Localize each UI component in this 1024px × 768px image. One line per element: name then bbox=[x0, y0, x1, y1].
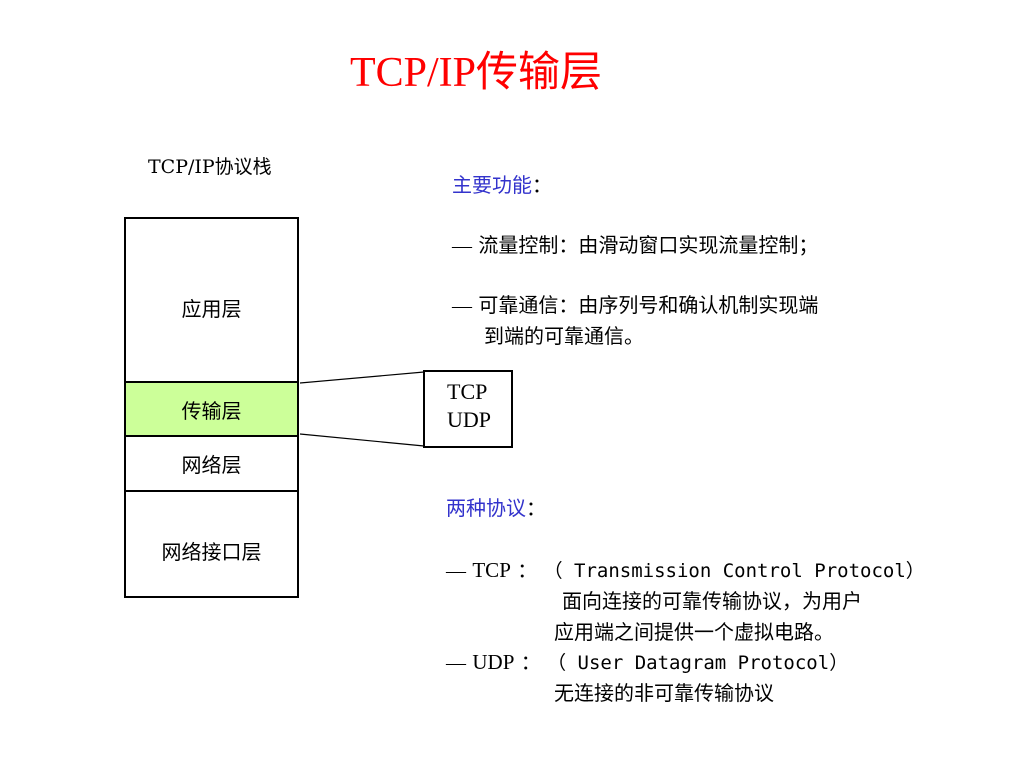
layer-label: 网络层 bbox=[181, 453, 242, 477]
protocols-heading: 两种协议 bbox=[446, 496, 526, 520]
protocols-colon: ： bbox=[526, 496, 546, 520]
stack-label: TCP/IP协议栈 bbox=[148, 156, 272, 178]
connector-bottom bbox=[299, 433, 425, 447]
protocol-sep: ： bbox=[517, 558, 538, 582]
protocol-sep: ： bbox=[520, 650, 541, 674]
protocol-udp-name: UDP bbox=[472, 650, 515, 674]
function-item-text: 可靠通信：由序列号和确认机制实现端 bbox=[478, 293, 819, 317]
protocol-tcp-label: TCP bbox=[447, 379, 488, 404]
dash-marker: — bbox=[452, 235, 472, 257]
layer-label: 应用层 bbox=[181, 297, 242, 321]
function-item-text: 流量控制：由滑动窗口实现流量控制； bbox=[478, 233, 819, 257]
protocol-udp-row: — UDP ： （ User Datagram Protocol） bbox=[446, 648, 848, 677]
layer-label: 传输层 bbox=[181, 398, 242, 423]
layer-application: 应用层 bbox=[124, 217, 299, 383]
dash-marker: — bbox=[446, 652, 466, 674]
layer-transport: 传输层 bbox=[124, 381, 299, 437]
protocol-tcp-name: TCP bbox=[472, 558, 511, 582]
page-title: TCP/IP传输层 bbox=[349, 50, 603, 96]
functions-heading: 主要功能 bbox=[452, 173, 532, 197]
protocol-tcp-desc-1: 面向连接的可靠传输协议，为用户 bbox=[562, 589, 862, 613]
protocol-udp-full: （ User Datagram Protocol） bbox=[547, 652, 849, 674]
dash-marker: — bbox=[452, 295, 472, 317]
protocol-box: TCP UDP bbox=[423, 370, 513, 448]
dash-marker: — bbox=[446, 560, 466, 582]
protocol-tcp-desc-2: 应用端之间提供一个虚拟电路。 bbox=[554, 620, 834, 644]
connector-top bbox=[299, 371, 425, 384]
protocols-heading-row: 两种协议： bbox=[446, 494, 546, 522]
protocol-tcp-full: （ Transmission Control Protocol） bbox=[543, 560, 925, 582]
function-item-flow: — 流量控制：由滑动窗口实现流量控制； bbox=[452, 231, 818, 260]
function-item-reliable: — 可靠通信：由序列号和确认机制实现端 bbox=[452, 291, 818, 320]
protocol-udp-label: UDP bbox=[447, 407, 492, 432]
functions-heading-row: 主要功能： bbox=[452, 171, 552, 199]
functions-colon: ： bbox=[532, 173, 552, 197]
protocol-udp-desc-1: 无连接的非可靠传输协议 bbox=[554, 681, 774, 705]
function-item-reliable-cont: 到端的可靠通信。 bbox=[484, 324, 644, 348]
protocol-tcp-row: — TCP ： （ Transmission Control Protocol） bbox=[446, 556, 925, 585]
layer-network-interface: 网络接口层 bbox=[124, 490, 299, 598]
layer-label: 网络接口层 bbox=[161, 540, 262, 564]
